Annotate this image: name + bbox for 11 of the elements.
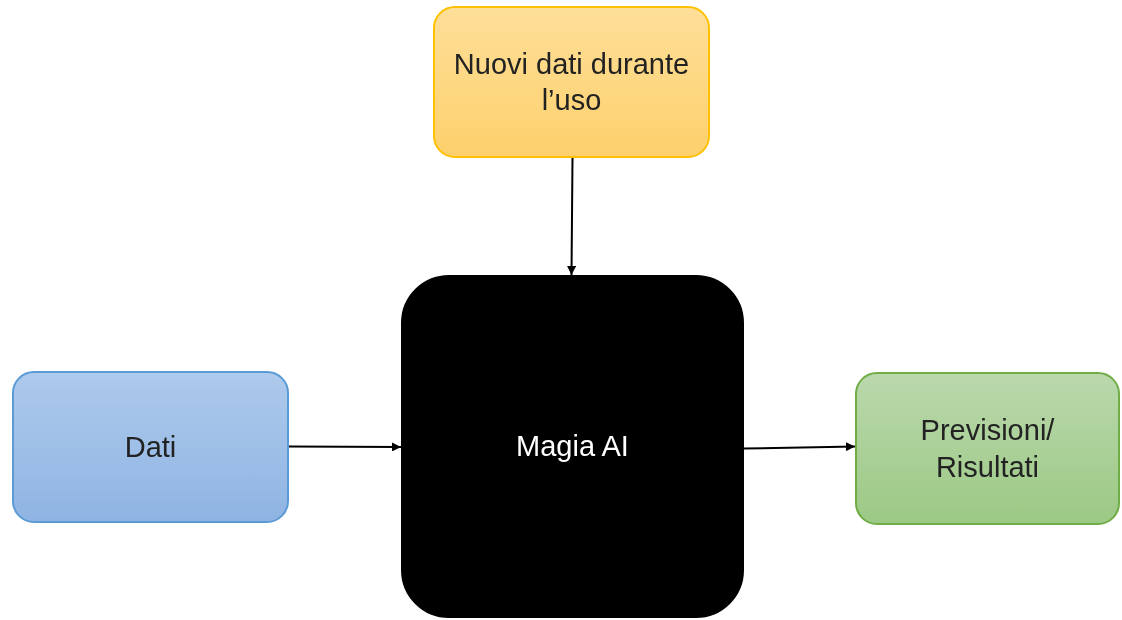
process-box xyxy=(855,372,1120,525)
process-box xyxy=(433,6,710,158)
box-label: Nuovi dati durante l’uso xyxy=(452,46,691,118)
process-box xyxy=(12,371,289,523)
arrow xyxy=(288,442,402,452)
arrow xyxy=(743,442,856,452)
process-box xyxy=(401,275,744,618)
box-label: Magia AI xyxy=(516,429,629,465)
box-label: Dati xyxy=(124,429,177,465)
box-label: Previsioni/ Risultati xyxy=(919,413,1056,485)
arrow xyxy=(567,157,577,276)
